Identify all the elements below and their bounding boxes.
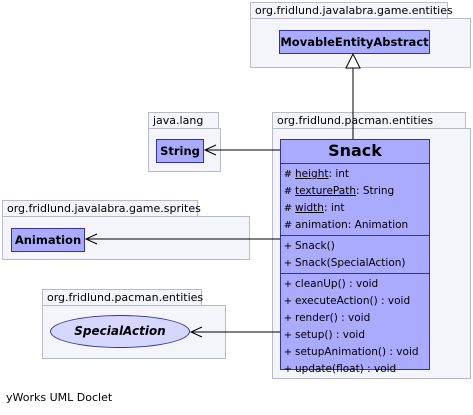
field-type: : int — [328, 168, 350, 180]
constructor-signature: Snack(SpecialAction) — [295, 257, 406, 269]
visibility-marker: # — [283, 203, 293, 214]
visibility-marker: + — [283, 330, 293, 341]
field-type: : String — [356, 185, 395, 197]
snack-methods: +cleanUp() : void+executeAction() : void… — [281, 274, 429, 379]
package-tab-java-lang: java.lang — [148, 112, 219, 129]
visibility-marker: + — [283, 258, 293, 269]
snack-constructors: +Snack()+Snack(SpecialAction) — [281, 236, 429, 274]
field-row[interactable]: #height : int — [281, 166, 429, 183]
method-signature: cleanUp() : void — [295, 278, 379, 290]
field-row[interactable]: #animation : Animation — [281, 217, 429, 234]
field-name: height — [295, 168, 329, 180]
method-signature: update(float) : void — [295, 363, 397, 375]
visibility-marker: + — [283, 313, 293, 324]
field-type: : int — [323, 202, 345, 214]
snack-fields: #height : int#texturePath : String#width… — [281, 164, 429, 236]
method-signature: setup() : void — [295, 329, 365, 341]
method-row[interactable]: +update(float) : void — [281, 361, 429, 378]
interface-special-action[interactable]: SpecialAction — [50, 315, 190, 348]
class-snack[interactable]: Snack #height : int#texturePath : String… — [280, 139, 430, 375]
class-movable-entity-abstract[interactable]: MovableEntityAbstract — [279, 30, 430, 54]
visibility-marker: + — [283, 296, 293, 307]
field-type: : Animation — [347, 219, 409, 231]
package-tab-pacman-entities: org.fridlund.pacman.entities — [272, 112, 466, 129]
method-signature: setupAnimation() : void — [295, 346, 419, 358]
method-row[interactable]: +setupAnimation() : void — [281, 344, 429, 361]
association-arrowhead-string — [203, 144, 217, 156]
method-signature: executeAction() : void — [295, 295, 411, 307]
method-row[interactable]: +cleanUp() : void — [281, 276, 429, 293]
visibility-marker: + — [283, 279, 293, 290]
field-name: animation — [295, 219, 348, 231]
visibility-marker: + — [283, 241, 293, 252]
constructor-signature: Snack() — [295, 240, 335, 252]
package-tab-game-entities: org.fridlund.javalabra.game.entities — [250, 2, 453, 19]
method-row[interactable]: +setup() : void — [281, 327, 429, 344]
field-name: width — [295, 202, 324, 214]
method-row[interactable]: +render() : void — [281, 310, 429, 327]
visibility-marker: # — [283, 169, 293, 180]
association-arrowhead-animation — [84, 233, 98, 245]
generalization-arrowhead — [345, 52, 361, 69]
method-row[interactable]: +executeAction() : void — [281, 293, 429, 310]
visibility-marker: + — [283, 347, 293, 358]
constructor-row[interactable]: +Snack(SpecialAction) — [281, 255, 429, 272]
association-arrowhead-special-action — [189, 326, 203, 338]
class-animation[interactable]: Animation — [11, 228, 85, 252]
field-row[interactable]: #texturePath : String — [281, 183, 429, 200]
field-row[interactable]: #width : int — [281, 200, 429, 217]
visibility-marker: # — [283, 186, 293, 197]
package-tab-pacman-entities-action: org.fridlund.pacman.entities — [42, 289, 203, 306]
method-signature: render() : void — [295, 312, 371, 324]
class-string[interactable]: String — [156, 139, 204, 163]
visibility-marker: # — [283, 220, 293, 231]
constructor-row[interactable]: +Snack() — [281, 238, 429, 255]
footer-credit: yWorks UML Doclet — [6, 391, 113, 404]
visibility-marker: + — [283, 364, 293, 375]
class-snack-title: Snack — [281, 140, 429, 164]
package-tab-game-sprites: org.fridlund.javalabra.game.sprites — [2, 200, 201, 217]
field-name: texturePath — [295, 185, 356, 197]
